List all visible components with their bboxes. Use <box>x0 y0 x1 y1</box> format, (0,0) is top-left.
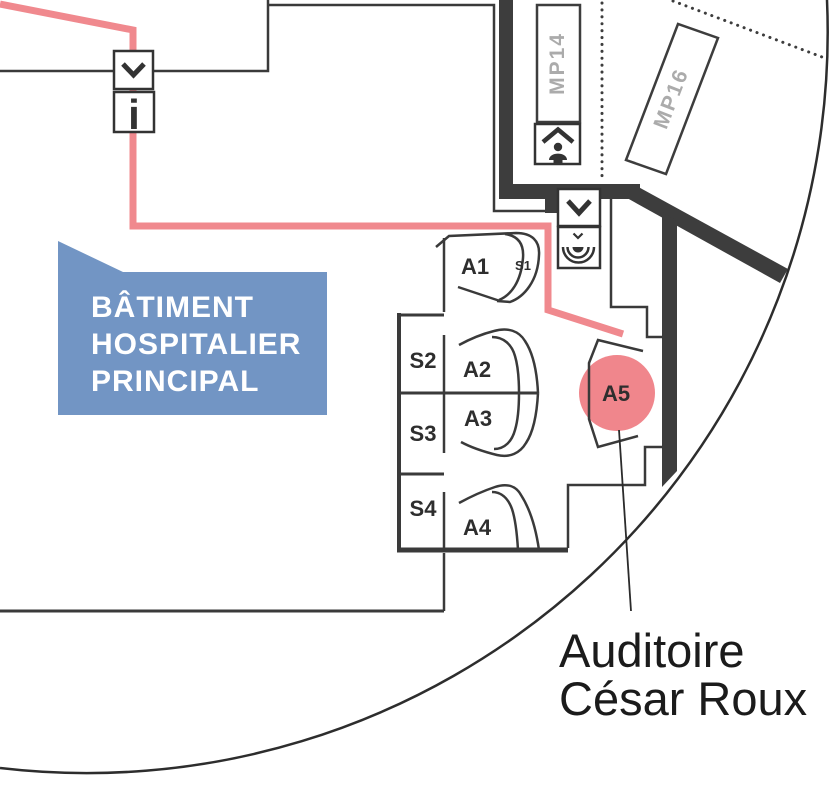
building-label-flag <box>58 241 327 415</box>
zone-mp14-box <box>535 3 582 124</box>
info-icon: i <box>128 91 140 138</box>
room-label-s1: S1 <box>515 258 531 273</box>
chevron-box <box>112 49 155 91</box>
room-a5-outline <box>587 338 644 449</box>
room-label-a1: A1 <box>461 254 489 279</box>
building-label-line1: BÂTIMENT <box>91 290 254 324</box>
room-label-s4: S4 <box>410 496 438 521</box>
room-a5-highlight <box>579 355 655 431</box>
thick-wall-bands <box>499 0 788 487</box>
corridor-outline-top <box>0 0 545 213</box>
room-label-a5: A5 <box>602 381 630 406</box>
wall-step <box>545 198 558 213</box>
dotted-line-diagonal <box>671 0 824 59</box>
info-box <box>112 90 156 134</box>
room-label-a4: A4 <box>463 515 492 540</box>
room-label-s3: S3 <box>410 421 437 446</box>
wall-band-vertical-top <box>499 0 513 199</box>
building-label: BÂTIMENT HOSPITALIER PRINCIPAL <box>58 241 327 415</box>
room-a4-outline <box>458 484 541 551</box>
room-label-a2: A2 <box>463 357 491 382</box>
elevator-box <box>533 122 582 166</box>
route-icon-boxes-mid <box>556 187 602 270</box>
dotted-boundary-lines <box>600 0 824 181</box>
annotation-line1: Auditoire <box>559 624 745 677</box>
building-label-line2: HOSPITALIER <box>91 328 301 361</box>
building-perimeter-arc <box>0 0 829 775</box>
route-line <box>0 0 625 338</box>
elevator-icon <box>541 126 575 163</box>
room-linework <box>0 199 663 613</box>
wall-band-vertical-right <box>662 212 677 487</box>
zone-label-mp14: MP14 <box>546 32 569 95</box>
chevron-box-mid <box>556 187 602 228</box>
building-label-line3: PRINCIPAL <box>91 365 259 398</box>
room-a2-outline <box>458 328 540 394</box>
room-label-s2: S2 <box>410 348 437 373</box>
route-icon-boxes-topleft: i <box>112 49 156 138</box>
room-a3-outline <box>460 392 540 458</box>
zone-mp16-box <box>624 22 720 176</box>
annotation-text: Auditoire César Roux <box>559 624 807 725</box>
room-a1-outline <box>435 231 541 304</box>
wall-band-diagonal <box>627 184 788 283</box>
chevron-down-icon <box>566 199 592 217</box>
annotation-line2: César Roux <box>559 672 807 725</box>
chevron-down-icon <box>121 62 146 79</box>
room-labels: A1 S1 S2 A2 S3 A3 S4 A4 A5 <box>410 254 631 540</box>
annotation-leader-line <box>618 429 632 612</box>
room-label-a3: A3 <box>464 406 492 431</box>
amphitheater-icon <box>561 232 596 264</box>
